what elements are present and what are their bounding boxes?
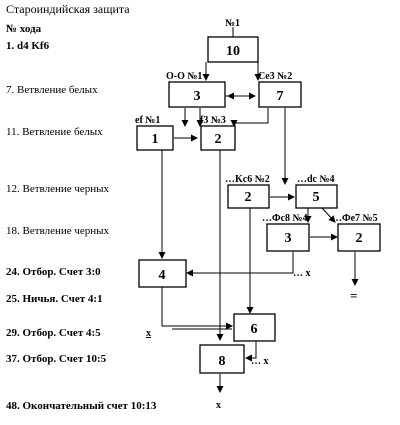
label-n10: №1 [225,18,240,29]
node-n2b: 2 [227,184,270,209]
moves-heading: № хода [6,23,42,35]
label-n5: …dc №4 [297,174,335,185]
edge-n5-n2c [321,207,336,223]
node-n3a: 3 [168,81,226,108]
node-n6: 6 [233,313,276,342]
node-n1-value: 1 [152,132,159,147]
node-n8: 8 [199,344,245,374]
node-n2a-value: 2 [215,132,222,147]
label-n2b: …Kc6 №2 [225,174,270,185]
move-7: 7. Ветвление белых [6,84,98,96]
label-n3a: O-O №1 [166,71,202,82]
label-n7: Ce3 №2 [258,71,292,82]
connectors [158,27,359,393]
edge-n3b-n4 [186,252,294,277]
node-n8-value: 8 [219,354,226,369]
move-1: 1. d4 Kf6 [6,40,50,52]
node-n2c-value: 2 [356,231,363,246]
move-18: 18. Ветвление черных [6,225,110,237]
label-n3b: …Фc8 №4 [262,213,308,224]
label-n2a: f3 №3 [200,115,226,126]
node-n1: 1 [136,125,174,151]
label-n2c: …Фe7 №5 [332,213,378,224]
node-n6-value: 6 [251,322,258,337]
move-24: 24. Отбор. Счет 3:0 [6,266,101,278]
move-11: 11. Ветвление белых [6,126,103,138]
edge-n7-n2a [230,108,269,127]
edge-n6-n8 [245,341,257,362]
node-n2c: 2 [337,223,381,252]
diagram-title: Староиндийская защита [6,2,130,16]
node-n3b: 3 [266,223,310,252]
move-12: 12. Ветвление черных [6,183,110,195]
node-n5-value: 5 [313,190,320,205]
node-n3b-value: 3 [285,231,292,246]
move-48: 48. Окончательный счет 10:13 [6,400,157,412]
move-29: 29. Отбор. Счет 4:5 [6,327,101,339]
node-n10: 10 [207,36,259,63]
node-n10-value: 10 [226,44,240,59]
node-n5: 5 [295,184,338,209]
node-n2a: 2 [200,125,236,151]
edge-n4-n6 [161,287,233,330]
node-n4-value: 4 [159,268,166,283]
move-37: 37. Отбор. Счет 10:5 [6,353,107,365]
mark-x-29: x [146,328,151,339]
mark-draw: = [350,288,357,303]
node-n3a-value: 3 [194,89,201,104]
move-25: 25. Ничья. Счет 4:1 [6,293,103,305]
node-n4: 4 [138,259,187,288]
mark-x-n3b: … x [293,268,311,279]
label-n1: ef №1 [135,115,160,126]
mark-x-37: … x [251,356,269,367]
node-n2b-value: 2 [245,190,252,205]
mark-x-end: x [216,400,221,411]
node-n7-value: 7 [277,89,284,104]
node-n7: 7 [258,81,302,108]
